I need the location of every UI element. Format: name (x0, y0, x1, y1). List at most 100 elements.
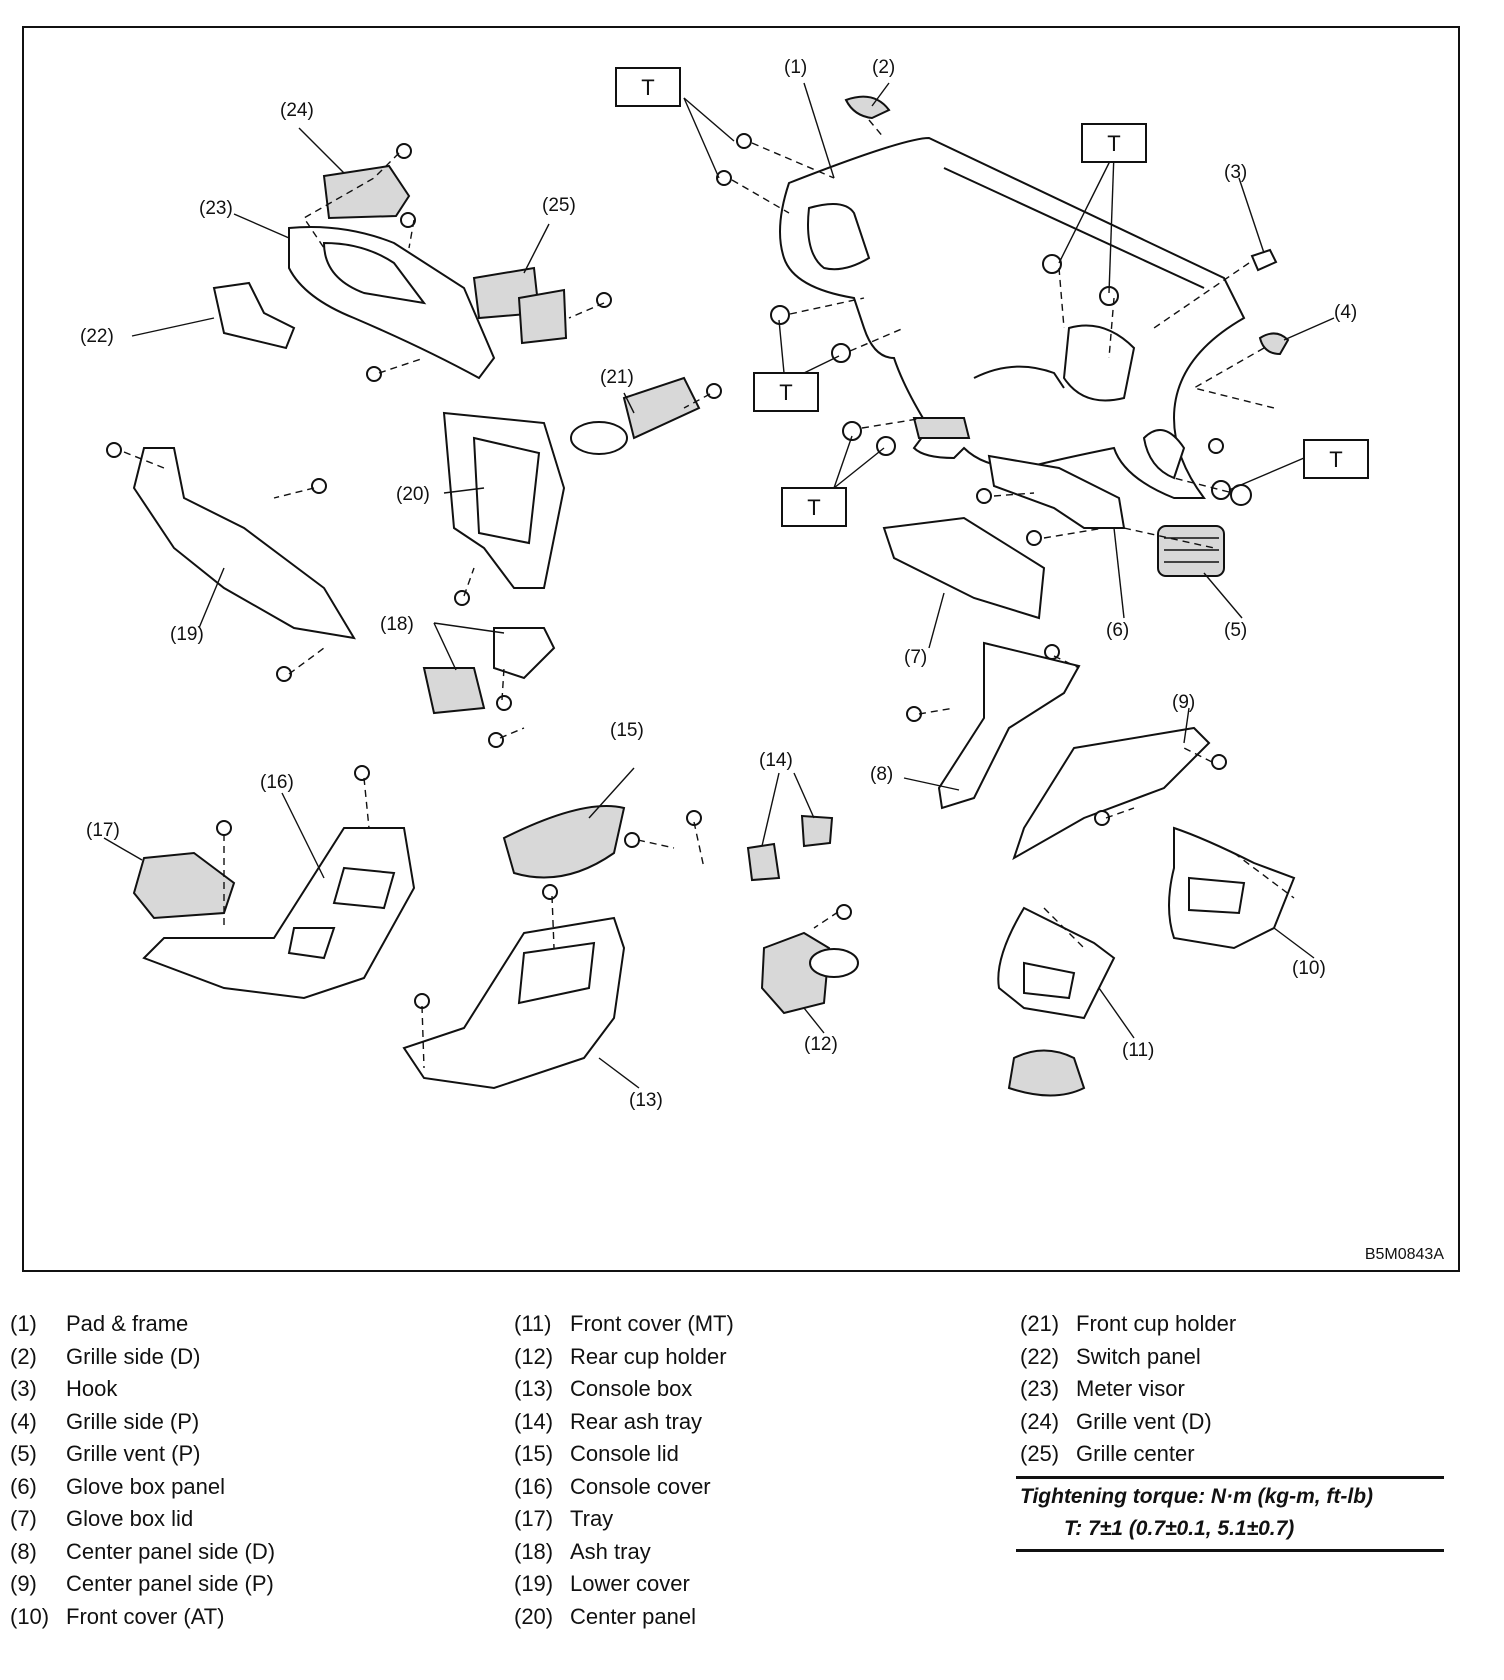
legend-label: Console cover (570, 1473, 711, 1499)
legend-item: (2)Grille side (D) (10, 1341, 275, 1374)
callout-16: (16) (260, 772, 294, 793)
legend-label: Center panel (570, 1603, 696, 1629)
callout-13: (13) (629, 1090, 663, 1111)
legend-label: Front cover (MT) (570, 1311, 734, 1336)
legend-number: (11) (514, 1311, 552, 1336)
legend-item: (6) Glove box panel (10, 1471, 275, 1504)
part-tray (132, 851, 236, 920)
legend-number: (13) (514, 1376, 554, 1401)
part-glove-box-lid (882, 516, 1046, 620)
legend-number: (10) (10, 1603, 50, 1629)
legend-item: (7)Glove box lid (10, 1503, 275, 1536)
part-ash-tray (422, 627, 556, 715)
callout-17: (17) (86, 820, 120, 841)
part-grille-side-p (1258, 332, 1290, 356)
callout-22: (22) (80, 326, 114, 347)
callout-5: (5) (1224, 620, 1247, 641)
legend-column-3: (21)Front cup holder (22)Switch panel (2… (1020, 1308, 1236, 1471)
figure-id: B5M0843A (1364, 1246, 1444, 1263)
legend-item: (12)Rear cup holder (514, 1341, 734, 1374)
callout-9: (9) (1172, 692, 1195, 713)
legend-item: (3)Hook (10, 1373, 275, 1406)
legend-label: Front cover (AT) (66, 1603, 225, 1629)
callout-11: (11) (1122, 1040, 1154, 1061)
legend-column-1: (1) Pad & frame (2)Grille side (D) (3)Hoo… (10, 1308, 275, 1633)
part-grille-side-d (844, 95, 891, 120)
leader-lines (103, 82, 1335, 1089)
callout-labels: (1) (2) (3) (4) (5) (6) (7) (8) (9) (10)… (80, 57, 1357, 1111)
legend-number: (22) (1020, 1343, 1060, 1369)
legend-number: (16) (514, 1473, 554, 1499)
legend-item: (17)Tray (514, 1503, 734, 1536)
torque-marker: T (1329, 447, 1342, 472)
part-grille-vent-d (322, 164, 411, 220)
callout-23: (23) (199, 198, 233, 219)
legend-item: (24)Grille vent (D) (1020, 1406, 1236, 1439)
part-meter-visor (288, 226, 496, 380)
legend-label: Meter visor (1076, 1376, 1185, 1401)
part-center-panel-side-p (1012, 726, 1211, 861)
legend-number: (8) (10, 1538, 37, 1564)
torque-marker: T (807, 495, 820, 520)
legend-label: Grille vent (D) (1076, 1408, 1212, 1434)
legend-item: (9)Center panel side (P) (10, 1568, 275, 1601)
legend-item: (1) Pad & frame (10, 1308, 275, 1341)
legend-number: (15) (514, 1441, 554, 1466)
callout-21: (21) (600, 367, 634, 388)
torque-marker-boxes: T T T T T (615, 67, 1369, 527)
legend-label: Hook (66, 1376, 118, 1401)
legend-item: (5)Grille vent (P) (10, 1438, 275, 1471)
legend-number: (23) (1020, 1376, 1060, 1401)
part-switch-panel (212, 281, 296, 350)
legend-item: (16) Console cover (514, 1471, 734, 1504)
part-lower-cover (132, 447, 356, 640)
legend-column-2: (11) Front cover (MT) (12)Rear cup holder… (514, 1308, 734, 1633)
legend-number: (1) (10, 1311, 37, 1336)
part-center-panel (442, 411, 566, 589)
callout-25: (25) (542, 195, 576, 216)
callout-8: (8) (870, 764, 893, 785)
callout-20: (20) (396, 484, 430, 505)
legend-label: Ash tray (570, 1538, 651, 1564)
diagram-drawing: T T T T T (1) (2) (3) (4) (5) (6) (7) (8… (80, 57, 1369, 1111)
torque-marker: T (1107, 131, 1120, 156)
part-rear-cup-holder (760, 931, 859, 1015)
callout-19: (19) (170, 624, 204, 645)
legend-label: Center panel side (P) (66, 1571, 274, 1596)
torque-heading: Tightening torque: N·m (kg-m, ft-lb) (1020, 1485, 1374, 1508)
torque-spec-box: Tightening torque: N·m (kg-m, ft-lb) T: … (1016, 1476, 1444, 1552)
legend-number: (25) (1020, 1441, 1060, 1466)
legend-label: Lower cover (570, 1571, 690, 1596)
callout-14: (14) (759, 750, 793, 771)
legend-item: (13) Console box (514, 1373, 734, 1406)
part-console-lid (502, 805, 626, 879)
exploded-diagram: T T T T T (1) (2) (3) (4) (5) (6) (7) (8… (22, 26, 1460, 1272)
legend-label: Console box (570, 1376, 693, 1401)
torque-marker: T (641, 75, 654, 100)
legend-label: Grille side (P) (66, 1408, 200, 1434)
legend-label: Tray (570, 1506, 614, 1531)
legend-number: (6) (10, 1473, 37, 1499)
legend-label: Pad & frame (66, 1311, 189, 1336)
legend-number: (21) (1020, 1311, 1060, 1336)
part-rear-ash-tray (746, 814, 834, 882)
legend-label: Grille side (D) (66, 1343, 201, 1369)
legend-number: (4) (10, 1408, 37, 1434)
part-center-panel-side-d (937, 641, 1081, 810)
legend-label: Switch panel (1076, 1343, 1201, 1369)
part-front-cover-mt (997, 906, 1116, 1097)
legend-item: (10) Front cover (AT) (10, 1601, 275, 1634)
legend-label: Glove box panel (66, 1473, 225, 1499)
part-front-cover-at (1168, 826, 1296, 950)
legend-item: (14)Rear ash tray (514, 1406, 734, 1439)
callout-15: (15) (610, 720, 644, 741)
part-console-box (402, 916, 626, 1090)
legend-number: (18) (514, 1538, 554, 1564)
legend-number: (19) (514, 1571, 554, 1596)
callout-6: (6) (1106, 620, 1129, 641)
callout-4: (4) (1334, 302, 1357, 323)
legend-label: Grille vent (P) (66, 1441, 201, 1466)
legend-item: (8)Center panel side (D) (10, 1536, 275, 1569)
part-pad-and-frame (779, 136, 1246, 499)
legend-label: Glove box lid (66, 1506, 194, 1531)
